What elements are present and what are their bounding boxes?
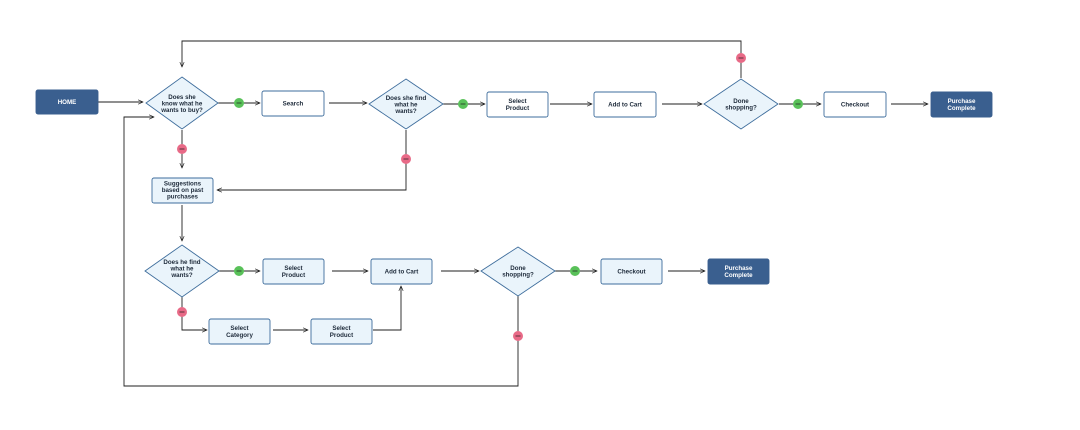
purchase-top-line-2: Complete <box>947 105 976 112</box>
node-purchase-complete-mid[interactable]: Purchase Complete <box>707 258 770 285</box>
edge-d3-loop-back <box>182 40 742 78</box>
no-marker-d3 <box>736 53 746 63</box>
yes-marker-d5 <box>570 266 580 276</box>
yes-marker-d1 <box>234 98 244 108</box>
yes-markers <box>234 98 803 276</box>
edge-select-product-bot-to-add-cart <box>373 286 401 331</box>
node-home[interactable]: HOME <box>35 89 99 115</box>
node-search[interactable]: Search <box>261 90 325 117</box>
d4-line-3: wants? <box>170 272 193 279</box>
select-category-line-2: Category <box>226 332 253 339</box>
yes-marker-d3 <box>793 99 803 109</box>
select-product-mid-line-2: Product <box>282 272 305 279</box>
d1-line-2: know what he <box>162 101 203 108</box>
node-add-to-cart-top[interactable]: Add to Cart <box>593 91 657 118</box>
d1-line-1: Does she <box>168 94 196 101</box>
yes-marker-d4 <box>234 266 244 276</box>
node-decision-done-shopping-mid[interactable]: Done shopping? <box>480 246 556 297</box>
node-decision-done-shopping-top[interactable]: Done shopping? <box>703 78 779 130</box>
suggestions-line-3: purchases <box>167 194 199 201</box>
edge-d2-to-suggestions <box>217 130 407 190</box>
purchase-mid-line-2: Complete <box>724 272 753 279</box>
select-product-mid-line-1: Select <box>284 265 302 272</box>
d3-line-2: shopping? <box>725 105 757 112</box>
node-select-category[interactable]: Select Category <box>208 318 271 345</box>
node-decision-know-what-to-buy[interactable]: Does she know what he wants to buy? <box>145 76 219 130</box>
checkout-top-label: Checkout <box>841 102 869 109</box>
node-add-to-cart-mid[interactable]: Add to Cart <box>370 258 433 285</box>
suggestions-line-2: based on past <box>162 187 204 194</box>
node-decision-find-what-wants-mid[interactable]: Does he find what he wants? <box>144 244 220 298</box>
node-checkout-top[interactable]: Checkout <box>823 91 887 118</box>
node-home-label: HOME <box>58 99 77 106</box>
node-suggestions[interactable]: Suggestions based on past purchases <box>151 177 214 204</box>
d1-line-3: wants to buy? <box>160 107 203 114</box>
checkout-mid-label: Checkout <box>617 269 645 276</box>
select-product-top-line-2: Product <box>506 105 529 112</box>
d5-line-1: Done <box>510 265 526 272</box>
no-marker-d1 <box>177 144 187 154</box>
select-category-line-1: Select <box>230 325 248 332</box>
node-select-product-bottom[interactable]: Select Product <box>310 318 373 345</box>
suggestions-line-1: Suggestions <box>164 181 202 188</box>
node-checkout-mid[interactable]: Checkout <box>600 258 663 285</box>
node-select-product-mid[interactable]: Select Product <box>262 258 325 285</box>
no-marker-d5 <box>513 331 523 341</box>
d4-line-1: Does he find <box>163 259 200 266</box>
node-decision-find-what-wants-top[interactable]: Does she find what he wants? <box>368 78 444 130</box>
select-product-bot-line-1: Select <box>332 325 350 332</box>
no-marker-d4 <box>177 307 187 317</box>
d2-line-3: wants? <box>394 108 417 115</box>
d2-line-1: Does she find <box>386 95 427 102</box>
edge-d5-loop-back <box>123 117 519 387</box>
no-marker-d2 <box>401 154 411 164</box>
purchase-mid-line-1: Purchase <box>725 265 753 272</box>
no-markers <box>177 53 746 341</box>
d5-line-2: shopping? <box>502 272 534 279</box>
d2-line-2: what he <box>393 102 418 109</box>
select-product-top-line-1: Select <box>508 98 526 105</box>
add-to-cart-top-label: Add to Cart <box>608 102 642 109</box>
node-select-product-top[interactable]: Select Product <box>486 91 549 118</box>
select-product-bot-line-2: Product <box>330 332 353 339</box>
d4-line-2: what he <box>169 266 194 273</box>
node-purchase-complete-top[interactable]: Purchase Complete <box>930 91 993 118</box>
yes-marker-d2 <box>458 99 468 109</box>
purchase-top-line-1: Purchase <box>948 98 976 105</box>
add-to-cart-mid-label: Add to Cart <box>385 269 419 276</box>
d3-line-1: Done <box>733 98 749 105</box>
node-search-label: Search <box>283 101 304 108</box>
